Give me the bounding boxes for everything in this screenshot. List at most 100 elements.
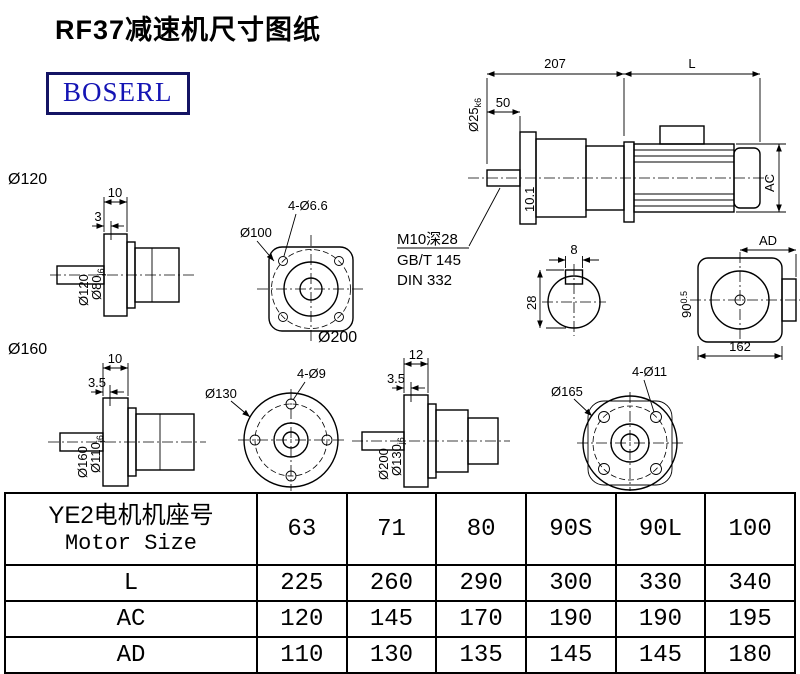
header-en: Motor Size	[64, 530, 198, 556]
cell-AD-90s: 145	[524, 636, 617, 674]
motor-size-table: YE2电机机座号 Motor Size 63 71 80 90S 90L 100…	[4, 492, 796, 674]
leader-line	[468, 187, 501, 247]
cell-AC-71: 145	[345, 600, 438, 638]
bolt-hole	[650, 411, 662, 423]
table-header-row: YE2电机机座号 Motor Size 63 71 80 90S 90L 100	[4, 492, 796, 566]
gear-body-step	[467, 417, 499, 465]
cell-AD-100: 180	[704, 636, 796, 674]
cell-L-71: 260	[345, 564, 438, 602]
bolt-hole	[334, 312, 344, 322]
cell-AD-71: 130	[345, 636, 438, 674]
cell-L-63: 225	[256, 564, 348, 602]
shaft-key-section: 8 28	[524, 242, 606, 336]
gear-body	[135, 413, 195, 471]
shaft-fit-value: k6	[473, 98, 483, 108]
dim-50: 50	[496, 95, 510, 110]
square-flange-view: 4-Ø6.6 Ø100	[240, 198, 365, 343]
motor-flange	[623, 141, 635, 223]
bolt-hole	[278, 312, 288, 322]
column-header-90s: 90S	[524, 492, 617, 566]
dim-10: 10	[108, 185, 122, 200]
fan-cover	[733, 147, 761, 209]
row-label-L: L	[4, 564, 258, 602]
cell-AC-63: 120	[256, 600, 348, 638]
leader-line	[283, 213, 297, 257]
column-header-63: 63	[256, 492, 348, 566]
dim-dia-120: Ø120	[76, 274, 91, 306]
bolt-circle	[271, 249, 351, 329]
dim-3: 3	[94, 209, 101, 224]
leader-line	[643, 379, 655, 413]
cell-AC-80: 170	[435, 600, 527, 638]
shaft-dia-value: Ø25	[466, 107, 481, 132]
table-row-AC: AC 120 145 170 190 190 195	[4, 600, 796, 638]
dim-4-holes-9: 4-Ø9	[297, 366, 326, 381]
dim-90-value: 90	[679, 304, 694, 318]
dim-90-tol: 900.5	[679, 291, 694, 318]
fit-j6: j6	[95, 435, 105, 443]
dim-dia-110j6: Ø110j6	[88, 435, 105, 473]
motor-side-view: AD 900.5 162	[679, 233, 800, 360]
column-header-90l: 90L	[614, 492, 707, 566]
dim-dia-160: Ø160	[75, 446, 90, 478]
flange-160-view: Ø160 10 3.5 Ø160 Ø110j6	[8, 341, 206, 487]
header-motor-size-cell: YE2电机机座号 Motor Size	[4, 492, 258, 566]
bolt-hole	[598, 463, 610, 475]
bolt-hole	[278, 256, 288, 266]
dim-12: 12	[409, 347, 423, 362]
bolt-hole	[598, 411, 610, 423]
flange-120-view: Ø120 10 3 Ø120 Ø80j6	[8, 171, 194, 317]
column-header-80: 80	[435, 492, 527, 566]
note-tapped-hole: M10深28	[397, 231, 458, 248]
main-assembly-view: 207 L 50 Ø25k6 10.1 AC M10深28 GB/T 145 D…	[397, 56, 786, 289]
dim-10: 10	[108, 351, 122, 366]
gear-body	[134, 247, 180, 303]
flange-130-view: Ø130 4-Ø9	[205, 366, 344, 491]
dim-4-holes-6-6: 4-Ø6.6	[288, 198, 328, 213]
terminal-box	[659, 125, 705, 145]
cell-AD-80: 135	[435, 636, 527, 674]
column-header-71: 71	[345, 492, 438, 566]
bolt-hole	[334, 256, 344, 266]
cell-AC-90l: 190	[614, 600, 707, 638]
table-row-L: L 225 260 290 300 330 340	[4, 564, 796, 602]
dim-3-5: 3.5	[387, 371, 405, 386]
flange-200-view: Ø200 12 3.5 Ø200 Ø130j6	[318, 329, 510, 488]
dia-80-value: Ø80	[89, 275, 104, 300]
note-gbt-145: GB/T 145	[397, 252, 461, 269]
cell-L-100: 340	[704, 564, 796, 602]
cell-L-80: 290	[435, 564, 527, 602]
dim-AD: AD	[759, 233, 777, 248]
dim-shaft-diameter: Ø25k6	[466, 98, 483, 132]
dim-3-5: 3.5	[88, 375, 106, 390]
spigot-circle	[283, 261, 339, 317]
boserl-logo: BOSERL	[46, 72, 190, 115]
dim-90-tolerance: 0.5	[679, 291, 689, 304]
dim-L: L	[688, 56, 695, 71]
shaft-hole	[299, 277, 323, 301]
section-label-120: Ø120	[8, 171, 47, 188]
dim-dia-200: Ø200	[376, 448, 391, 480]
cell-AC-90s: 190	[524, 600, 617, 638]
flange-165-view: 4-Ø11 Ø165	[551, 364, 683, 491]
header-cn: YE2电机机座号	[48, 501, 214, 529]
dim-207: 207	[544, 56, 566, 71]
dim-AC: AC	[762, 174, 777, 192]
section-label-200: Ø200	[318, 329, 357, 346]
fit-j6: j6	[396, 437, 406, 445]
section-label-160: Ø160	[8, 341, 47, 358]
row-label-AC: AC	[4, 600, 258, 638]
leader-line	[573, 398, 593, 417]
bolt-hole	[650, 463, 662, 475]
dim-dia-130: Ø130	[205, 386, 237, 401]
table-row-AD: AD 110 130 135 145 145 180	[4, 636, 796, 674]
cell-L-90l: 330	[614, 564, 707, 602]
cell-AD-63: 110	[256, 636, 348, 674]
leader-line	[292, 381, 306, 401]
logo-text: BOSERL	[63, 77, 173, 107]
technical-drawing-canvas: 207 L 50 Ø25k6 10.1 AC M10深28 GB/T 145 D…	[8, 56, 800, 491]
row-label-AD: AD	[4, 636, 258, 674]
leader-line	[256, 240, 275, 262]
cell-L-90s: 300	[524, 564, 617, 602]
